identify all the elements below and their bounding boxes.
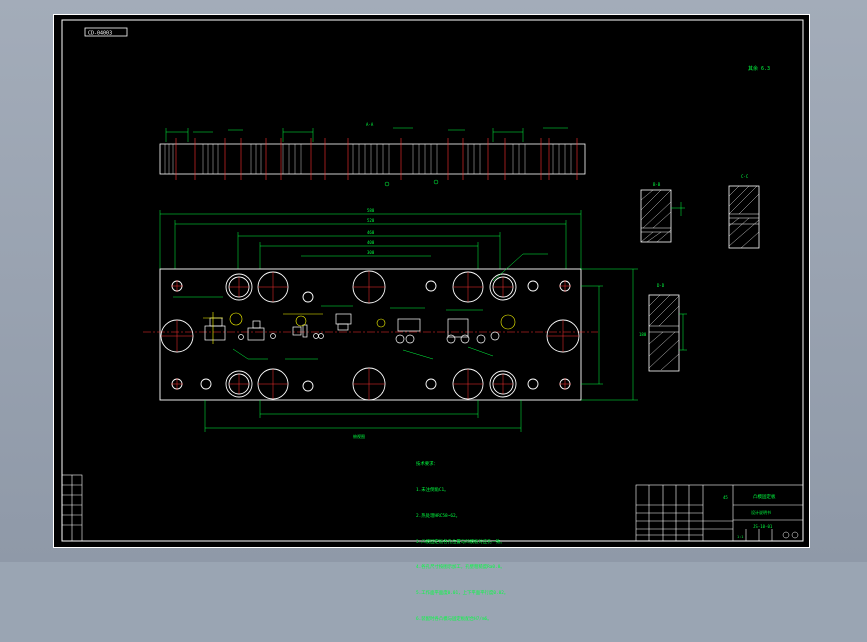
title-block [635, 484, 804, 542]
dim-inner2: 460 [367, 230, 375, 235]
projection-symbol-icon-2 [791, 531, 799, 539]
title-drawing-code: JS-10-01 [753, 524, 773, 529]
drawing-number-text: CD-04003 [88, 31, 112, 37]
section-view-b: B-B [640, 182, 685, 243]
note-line: 3.凸模固定板各孔位置与凹模板对应孔一致。 [416, 539, 505, 545]
dim-pitch2: 300 [367, 250, 375, 255]
section-view-top: A-A [159, 122, 586, 187]
note-line: 技术要求： [416, 462, 438, 468]
dim-width: 580 [367, 208, 375, 213]
main-view-label: 俯视图 [353, 433, 365, 439]
drawing-svg: CD-04003 其余 6.3 [53, 14, 810, 548]
section-label-b: B-B [653, 182, 661, 187]
note-line: 4.各孔尺寸按图示加工，孔壁粗糙度Ra0.8。 [416, 565, 505, 571]
outer-border [53, 14, 810, 548]
dim-height: 180 [639, 332, 647, 337]
dim-pitch1: 400 [367, 240, 375, 245]
section-view-c: C-C [728, 174, 760, 249]
section-label-c: C-C [741, 174, 749, 179]
note-line: 1.未注倒角C1。 [416, 487, 449, 493]
note-line: 6.装配时各凸模与固定板配合H7/m6。 [416, 616, 492, 622]
dim-inner1: 520 [367, 218, 375, 223]
title-scale: 1:1 [737, 535, 743, 539]
section-view-d: D-D [648, 283, 687, 372]
inner-border [61, 19, 804, 542]
title-company: 设计说明书 [751, 509, 771, 515]
drawing-number-box [84, 27, 128, 37]
title-material: 45 [723, 495, 728, 500]
title-part-name: 凸模固定板 [753, 493, 776, 500]
note-line: 2.热处理HRC58~62。 [416, 513, 460, 519]
cad-drawing-canvas[interactable]: CD-04003 其余 6.3 [53, 14, 810, 622]
section-label-a: A-A [366, 122, 374, 127]
main-plan-view: 580 520 460 400 300 180 [143, 208, 647, 439]
projection-symbol-icon [782, 531, 790, 539]
technical-requirements: 技术要求： 1.未注倒角C1。 2.热处理HRC58~62。 3.凸模固定板各孔… [416, 444, 646, 642]
section-label-d: D-D [657, 283, 665, 288]
roughness-note: 其余 6.3 [748, 65, 770, 72]
revision-strip [61, 474, 83, 542]
note-line: 5.工作面平面度0.01，上下平面平行度0.02。 [416, 591, 509, 597]
